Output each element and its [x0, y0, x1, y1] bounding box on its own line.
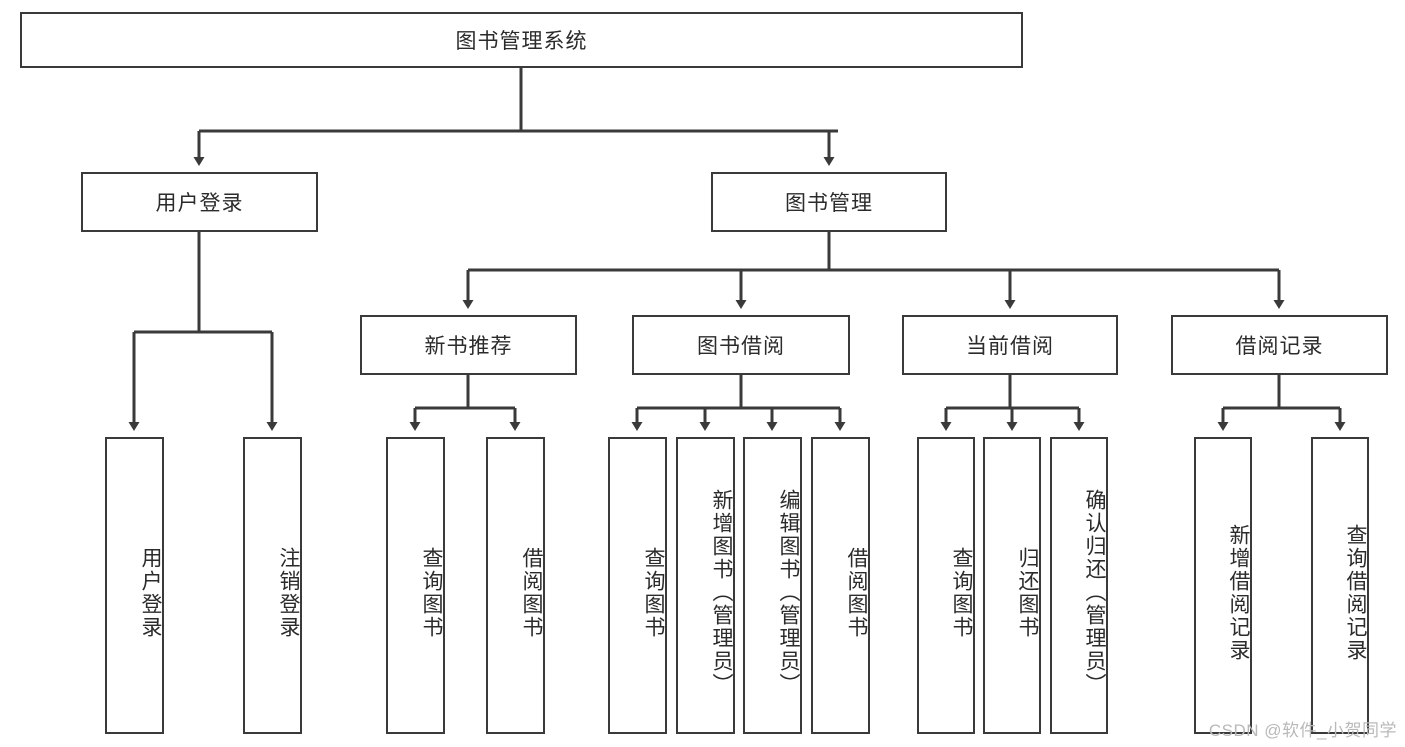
node-borrow-record[interactable]: 借阅记录	[1171, 315, 1388, 375]
node-leaf-borrow-book-label: 借阅图书	[845, 546, 868, 639]
node-leaf-user-login-label: 用户登录	[139, 546, 162, 639]
node-leaf-query-borrow-record-label: 查询借阅记录	[1344, 523, 1367, 662]
node-leaf-query-book-rec-label: 查询图书	[420, 546, 443, 639]
node-leaf-add-borrow-record-label: 新增借阅记录	[1227, 523, 1250, 662]
node-leaf-return-book[interactable]: 归还图书	[983, 437, 1041, 734]
node-current-borrow-label: 当前借阅	[966, 335, 1054, 358]
node-new-book-rec[interactable]: 新书推荐	[360, 315, 577, 375]
node-book-manage[interactable]: 图书管理	[711, 172, 947, 232]
node-current-borrow[interactable]: 当前借阅	[902, 315, 1118, 375]
node-leaf-query-book-borrow-label: 查询图书	[642, 546, 665, 639]
node-leaf-edit-book-admin-label: 编辑图书（管理员）	[777, 489, 800, 696]
node-book-manage-label: 图书管理	[785, 192, 873, 215]
node-leaf-user-logout[interactable]: 注销登录	[243, 437, 302, 734]
node-root-label: 图书管理系统	[455, 30, 588, 53]
node-leaf-query-book-cur[interactable]: 查询图书	[917, 437, 975, 734]
node-leaf-add-book-admin-label: 新增图书（管理员）	[710, 489, 733, 696]
node-user-login-label: 用户登录	[155, 192, 244, 215]
node-borrow-record-label: 借阅记录	[1235, 335, 1324, 358]
node-new-book-rec-label: 新书推荐	[424, 335, 513, 358]
node-leaf-user-login[interactable]: 用户登录	[105, 437, 164, 734]
node-leaf-return-book-label: 归还图书	[1016, 546, 1039, 639]
node-leaf-edit-book-admin[interactable]: 编辑图书（管理员）	[743, 437, 802, 734]
node-leaf-user-logout-label: 注销登录	[277, 546, 300, 639]
node-leaf-query-borrow-record[interactable]: 查询借阅记录	[1311, 437, 1369, 734]
node-book-borrow[interactable]: 图书借阅	[632, 315, 850, 375]
node-root[interactable]: 图书管理系统	[20, 12, 1023, 68]
watermark: CSDN @软件_小贺同学	[1208, 721, 1397, 740]
node-book-borrow-label: 图书借阅	[697, 335, 785, 358]
node-leaf-borrow-book-rec[interactable]: 借阅图书	[486, 437, 545, 734]
node-leaf-borrow-book[interactable]: 借阅图书	[811, 437, 870, 734]
node-leaf-query-book-borrow[interactable]: 查询图书	[608, 437, 667, 734]
node-user-login[interactable]: 用户登录	[81, 172, 318, 232]
node-leaf-add-borrow-record[interactable]: 新增借阅记录	[1194, 437, 1252, 734]
node-leaf-query-book-cur-label: 查询图书	[950, 546, 973, 639]
node-leaf-confirm-return-admin[interactable]: 确认归还（管理员）	[1050, 437, 1108, 734]
node-leaf-query-book-rec[interactable]: 查询图书	[386, 437, 445, 734]
node-leaf-confirm-return-admin-label: 确认归还（管理员）	[1083, 489, 1106, 696]
node-leaf-borrow-book-rec-label: 借阅图书	[520, 546, 543, 639]
node-leaf-add-book-admin[interactable]: 新增图书（管理员）	[676, 437, 735, 734]
